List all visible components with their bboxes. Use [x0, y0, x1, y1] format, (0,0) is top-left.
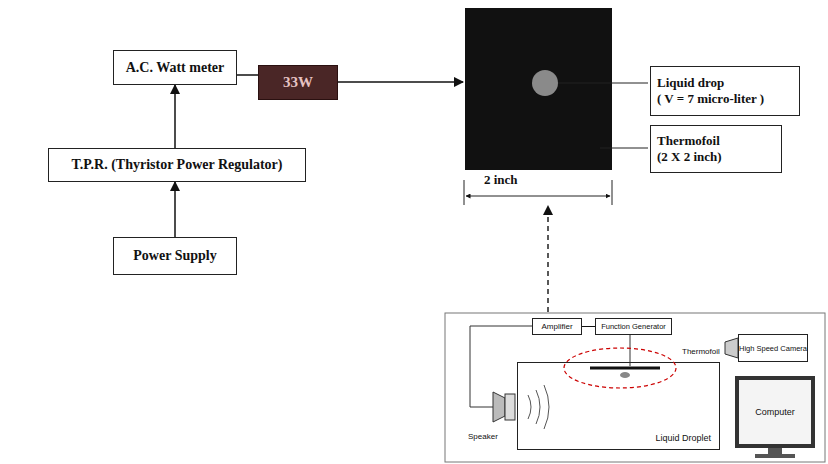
- speaker-symbol: [493, 392, 505, 422]
- box-text: T.P.R. (Thyristor Power Regulator): [71, 157, 282, 173]
- droplet: [620, 372, 630, 378]
- speaker-wire: [470, 326, 532, 407]
- connector: [174, 182, 176, 237]
- dimension-tick: [464, 180, 465, 205]
- monitor-stand: [768, 448, 782, 454]
- computer-monitor: Computer: [735, 376, 815, 448]
- leader-line: [558, 83, 648, 84]
- dimension-tick: [612, 180, 613, 205]
- power-box: 33W: [258, 65, 338, 100]
- regulator-box: T.P.R. (Thyristor Power Regulator): [48, 148, 306, 182]
- box-text: Liquid Droplet: [655, 433, 711, 443]
- dimension-line: [466, 196, 610, 197]
- box-text: Amplifier: [541, 322, 572, 331]
- amplifier-box: Amplifier: [532, 318, 582, 335]
- connector: [237, 74, 258, 76]
- monitor-stand: [755, 454, 795, 458]
- box-text: Function Generator: [601, 322, 666, 331]
- box-text: Thermofoil: [657, 133, 720, 149]
- sound-waves: [528, 385, 549, 429]
- thermofoil-plate: [465, 8, 612, 170]
- leader-line: [600, 148, 648, 149]
- part-label: Thermofoil: [682, 347, 720, 356]
- box-text: Computer: [755, 407, 795, 417]
- camera-lens: [725, 338, 738, 358]
- box-text: ( V = 7 micro-liter ): [657, 91, 764, 107]
- dimension-label: 2 inch: [482, 172, 520, 188]
- zoom-ellipse: [564, 348, 676, 388]
- connector: [174, 85, 176, 148]
- thermofoil-strip: [590, 367, 660, 370]
- box-text: A.C. Watt meter: [126, 60, 225, 76]
- camera-box: High Speed Camera: [738, 334, 808, 362]
- meter-box: A.C. Watt meter: [113, 50, 237, 85]
- part-label: Speaker: [468, 432, 498, 441]
- zoom-arrow: [547, 206, 549, 312]
- supply-box: Power Supply: [113, 237, 237, 275]
- liquid-drop: [532, 70, 558, 96]
- power-wire: [338, 81, 463, 83]
- generator-box: Function Generator: [595, 318, 672, 335]
- callout-box: Thermofoil(2 X 2 inch): [650, 125, 782, 173]
- chamber-box: Liquid Droplet: [517, 362, 720, 450]
- box-text: 33W: [283, 74, 313, 91]
- speaker-symbol: [505, 394, 515, 420]
- inset-frame: [445, 313, 825, 462]
- box-text: (2 X 2 inch): [657, 149, 722, 165]
- connector: [582, 326, 595, 327]
- box-text: Liquid drop: [657, 75, 724, 91]
- box-text: Power Supply: [133, 248, 216, 264]
- callout-box: Liquid drop( V = 7 micro-liter ): [650, 66, 800, 116]
- box-text: High Speed Camera: [739, 344, 807, 353]
